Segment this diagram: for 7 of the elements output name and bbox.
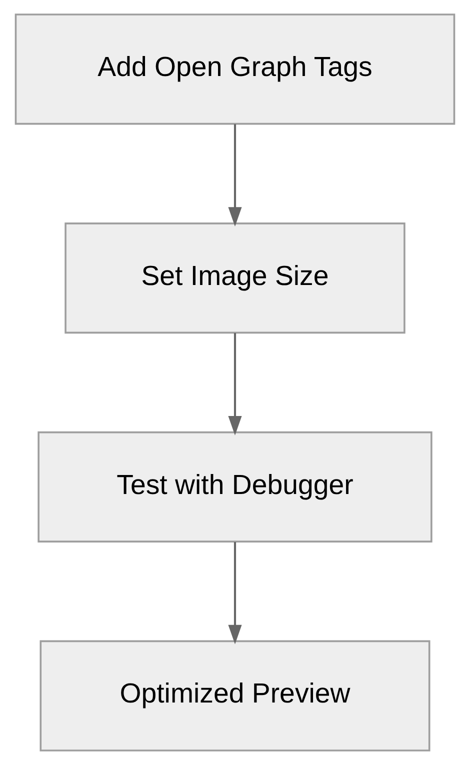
node-box: Set Image Size [64,222,406,334]
node-box: Test with Debugger [38,430,432,542]
arrow [228,124,242,226]
node-box: Optimized Preview [40,640,430,751]
arrow [228,332,242,435]
node-box: Add Open Graph Tags [14,13,456,124]
arrow [228,541,242,644]
